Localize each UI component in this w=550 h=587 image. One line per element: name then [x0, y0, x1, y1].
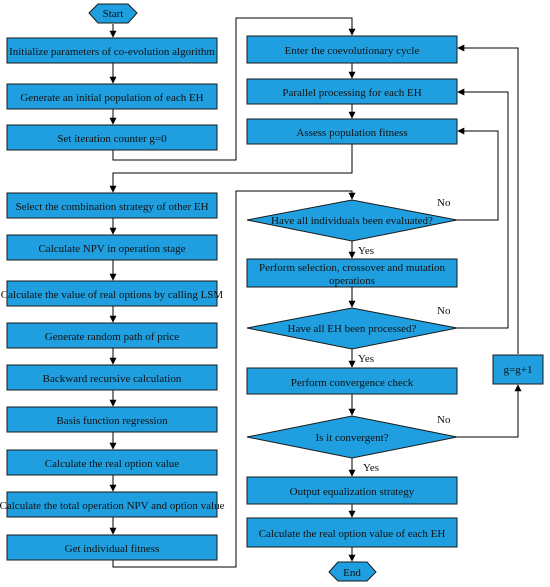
yes-label-evaluated: Yes — [358, 245, 374, 257]
node-select-combo: Select the combination strategy of other… — [6, 192, 218, 219]
node-random-path: Generate random path of price — [6, 322, 218, 349]
node-calc-lsm: Calculate the value of real options by c… — [1, 280, 224, 307]
node-set-iter: Set iteration counter g=0 — [6, 124, 218, 151]
backward-label: Backward recursive calculation — [43, 373, 182, 385]
is-convergent-label: Is it convergent? — [315, 432, 388, 444]
arrow-convergent-no — [457, 384, 522, 438]
total-label: Calculate the total operation NPV and op… — [0, 500, 225, 512]
output-strategy-box — [246, 476, 458, 505]
start-label: Start — [103, 8, 124, 20]
calc-npv-box — [6, 234, 218, 261]
no-label-processed: No — [437, 305, 451, 317]
node-calc-each-eh: Calculate the real option value of each … — [246, 517, 458, 548]
total-box — [6, 491, 218, 518]
connectors — [109, 17, 522, 568]
node-init-params: Initialize parameters of co-evolution al… — [6, 37, 218, 64]
set-iter-label: Set iteration counter g=0 — [57, 133, 167, 145]
node-perform-selection: Perform selection, crossover and mutatio… — [246, 258, 458, 288]
calc-each-eh-box — [246, 517, 458, 548]
perform-selection-box — [246, 258, 458, 288]
enter-cycle-label: Enter the coevolutionary cycle — [285, 45, 420, 57]
arrow-processed-no — [457, 88, 509, 329]
arrow-setiter-to-enter — [112, 17, 356, 161]
increment-label: g=g+1 — [504, 364, 533, 376]
all-evaluated-diamond — [246, 199, 458, 242]
decision-all-evaluated: Have all individuals been evaluated? — [246, 199, 458, 242]
end-label: End — [343, 567, 361, 579]
node-end: End — [328, 561, 377, 582]
calc-npv-label: Calculate NPV in operation stage — [38, 243, 185, 255]
init-params-box — [6, 37, 218, 64]
fitness-label: Get individual fitness — [65, 543, 160, 555]
real-value-label: Calculate the real option value — [45, 458, 180, 470]
node-enter-cycle: Enter the coevolutionary cycle — [246, 35, 458, 64]
node-total: Calculate the total operation NPV and op… — [0, 491, 225, 518]
perform-selection-label-2: operations — [329, 275, 375, 287]
decision-is-convergent: Is it convergent? — [246, 415, 458, 459]
random-path-label: Generate random path of price — [45, 331, 179, 343]
convergence-check-box — [246, 367, 458, 395]
assess-label: Assess population fitness — [296, 127, 407, 139]
node-gen-pop: Generate an initial population of each E… — [6, 83, 218, 110]
all-eh-processed-diamond — [246, 307, 458, 350]
node-fitness: Get individual fitness — [6, 534, 218, 561]
basis-box — [6, 406, 218, 433]
node-increment: g=g+1 — [492, 354, 544, 385]
node-output-strategy: Output equalization strategy — [246, 476, 458, 505]
perform-selection-label-1: Perform selection, crossover and mutatio… — [259, 262, 446, 274]
output-strategy-label: Output equalization strategy — [290, 486, 415, 498]
init-params-label: Initialize parameters of co-evolution al… — [9, 46, 215, 58]
increment-box — [492, 354, 544, 385]
convergence-check-label: Perform convergence check — [291, 377, 414, 389]
calc-lsm-label: Calculate the value of real options by c… — [1, 289, 224, 301]
real-value-box — [6, 449, 218, 476]
backward-box — [6, 364, 218, 391]
random-path-box — [6, 322, 218, 349]
calc-each-eh-label: Calculate the real option value of each … — [259, 528, 446, 540]
set-iter-box — [6, 124, 218, 151]
all-evaluated-label: Have all individuals been evaluated? — [271, 215, 433, 227]
is-convergent-diamond — [246, 415, 458, 459]
no-label-evaluated: No — [437, 197, 451, 209]
node-real-value: Calculate the real option value — [6, 449, 218, 476]
fitness-box — [6, 534, 218, 561]
node-assess: Assess population fitness — [246, 118, 458, 145]
node-start: Start — [88, 3, 138, 24]
parallel-box — [246, 78, 458, 105]
arrow-increment-to-enter — [457, 44, 519, 354]
select-combo-label: Select the combination strategy of other… — [15, 201, 208, 213]
arrow-assess-to-select — [109, 144, 353, 193]
decision-all-eh-processed: Have all EH been processed? — [246, 307, 458, 350]
start-terminal-shape — [88, 3, 138, 24]
node-backward: Backward recursive calculation — [6, 364, 218, 391]
node-parallel: Parallel processing for each EH — [246, 78, 458, 105]
yes-label-processed: Yes — [358, 353, 374, 365]
select-combo-box — [6, 192, 218, 219]
end-terminal-shape — [328, 561, 377, 582]
arrow-fitness-to-evaluated — [112, 190, 356, 568]
no-label-convergent: No — [437, 414, 451, 426]
basis-label: Basis function regression — [56, 415, 168, 427]
node-calc-npv: Calculate NPV in operation stage — [6, 234, 218, 261]
gen-pop-box — [6, 83, 218, 110]
arrow-evaluated-no — [457, 127, 499, 221]
all-eh-processed-label: Have all EH been processed? — [288, 323, 417, 335]
node-basis: Basis function regression — [6, 406, 218, 433]
node-convergence-check: Perform convergence check — [246, 367, 458, 395]
calc-lsm-box — [6, 280, 218, 307]
parallel-label: Parallel processing for each EH — [282, 87, 421, 99]
assess-box — [246, 118, 458, 145]
gen-pop-label: Generate an initial population of each E… — [20, 92, 203, 104]
yes-label-convergent: Yes — [363, 462, 379, 474]
enter-cycle-box — [246, 35, 458, 64]
